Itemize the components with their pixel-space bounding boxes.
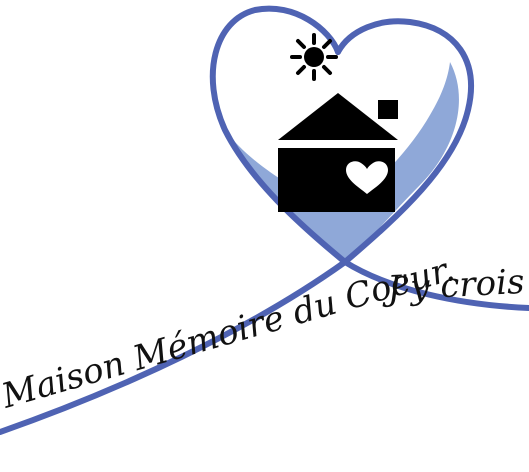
tagline-text: J'y crois <box>380 262 525 309</box>
ribbon-tail-left <box>0 259 348 435</box>
heart-shading <box>225 62 459 262</box>
house-icon <box>278 93 398 212</box>
ribbon-tail-right <box>342 259 529 311</box>
small-heart-icon <box>346 161 388 194</box>
heart-ribbon-right <box>335 18 474 265</box>
sun-icon <box>290 33 338 81</box>
